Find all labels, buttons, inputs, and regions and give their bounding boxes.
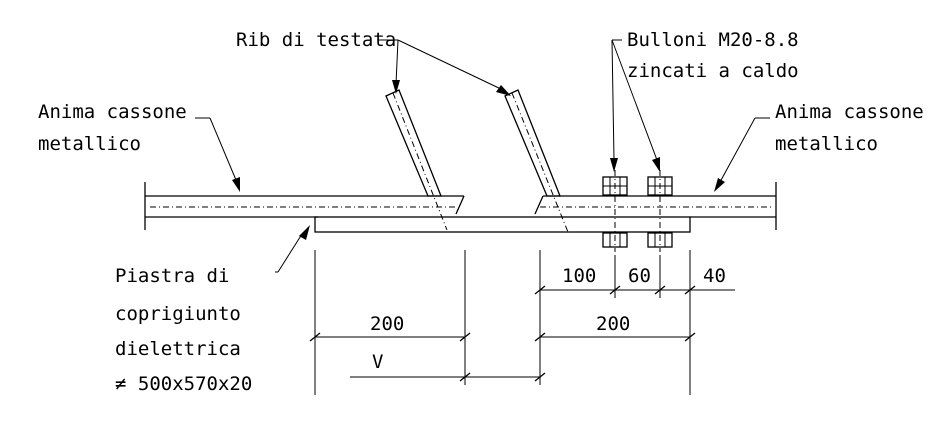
plate-label-line2: coprigiunto xyxy=(115,303,241,325)
left-web-plate xyxy=(144,182,465,230)
rib-right xyxy=(504,89,569,233)
bolt-2 xyxy=(647,170,673,252)
plate-label-line4: ≠ 500x570x20 xyxy=(115,373,252,395)
plate-label-line1: Piastra di xyxy=(115,265,229,287)
bolts-label-line2: zincati a caldo xyxy=(627,60,799,82)
cover-plate xyxy=(314,216,691,233)
dim-200-right: 200 xyxy=(596,313,630,335)
web-right-label-line2: metallico xyxy=(775,133,878,155)
plate-leader xyxy=(275,225,310,273)
web-right-label-line1: Anima cassone xyxy=(775,101,924,123)
dim-60: 60 xyxy=(628,265,651,287)
dim-gap-v: V xyxy=(372,351,383,373)
rib-leaders xyxy=(378,39,511,96)
bolts-label-line1: Bulloni M20-8.8 xyxy=(627,29,799,51)
extension-lines xyxy=(314,250,691,395)
rib-left xyxy=(385,89,448,231)
rib-label: Rib di testata xyxy=(236,29,396,51)
web-left-leader xyxy=(195,117,240,192)
web-left-label-line1: Anima cassone xyxy=(38,101,187,123)
web-left-label-line2: metallico xyxy=(38,133,141,155)
dim-100: 100 xyxy=(562,265,596,287)
web-right-leader xyxy=(714,117,770,192)
plate-label-line3: dielettrica xyxy=(115,338,241,360)
dim-40: 40 xyxy=(703,265,726,287)
dim-200-left: 200 xyxy=(370,313,404,335)
bolt-1 xyxy=(602,170,628,252)
bolt-leaders xyxy=(610,39,660,172)
dimension-lines xyxy=(309,285,735,382)
